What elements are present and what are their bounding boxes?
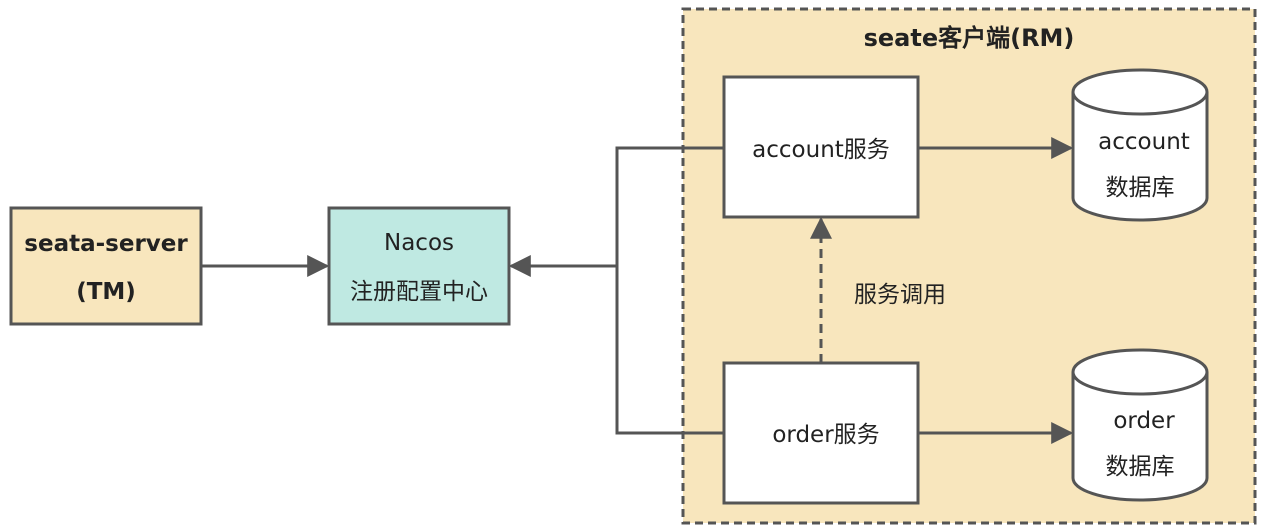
order-db-body	[1071, 372, 1209, 502]
seata-server-node: seata-server (TM)	[9, 206, 203, 326]
edge-services-bracket	[615, 146, 724, 435]
service-call-label: 服务调用	[854, 282, 946, 308]
order-service-label: order服务	[772, 422, 879, 448]
account-db-top	[1071, 68, 1209, 116]
seata-server-box	[9, 206, 203, 326]
account-service-label: account服务	[752, 137, 890, 163]
account-db-label: account	[1098, 129, 1190, 155]
account-db-body	[1071, 92, 1209, 222]
account-service-node: account服务	[722, 75, 920, 219]
nacos-label: Nacos	[384, 230, 454, 256]
order-service-node: order服务	[722, 361, 920, 505]
account-db-type: 数据库	[1106, 175, 1175, 201]
nacos-description: 注册配置中心	[350, 279, 488, 305]
order-db-label: order	[1113, 408, 1175, 434]
seata-server-label: seata-server	[24, 231, 188, 257]
client-group-title: seate客户端(RM)	[864, 24, 1075, 52]
nacos-node: Nacos 注册配置中心	[327, 206, 511, 326]
account-db-node: account 数据库	[1071, 68, 1209, 222]
order-db-type: 数据库	[1106, 454, 1175, 480]
order-db-node: order 数据库	[1071, 348, 1209, 502]
nacos-box	[327, 206, 511, 326]
order-service-box	[722, 361, 920, 505]
seata-server-role: (TM)	[76, 279, 136, 305]
order-db-top	[1071, 348, 1209, 396]
